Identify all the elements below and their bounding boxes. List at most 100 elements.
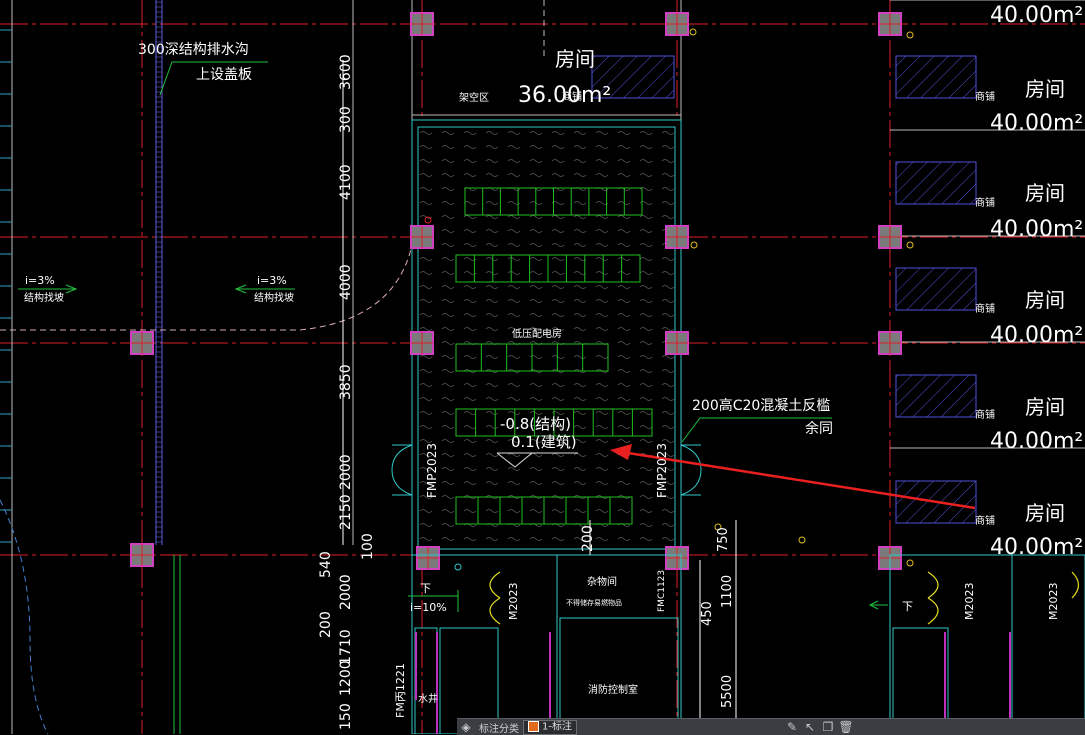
dimension-label: 150 bbox=[338, 703, 354, 730]
structure-lines bbox=[11, 0, 1085, 734]
dimension-label: 1200 bbox=[338, 660, 354, 696]
room-area: 40.00m² bbox=[990, 535, 1083, 560]
dimension-ticks bbox=[342, 60, 737, 734]
curb-note-line1: 200高C20混凝土反槛 bbox=[692, 397, 830, 414]
dim-750: 750 bbox=[716, 527, 731, 552]
dimension-label: 1710 bbox=[338, 629, 354, 665]
room-tag: 商铺 bbox=[975, 408, 995, 421]
room-name: 房间 bbox=[1025, 181, 1065, 205]
green-lines bbox=[173, 555, 181, 734]
room-name: 房间 bbox=[1025, 77, 1065, 101]
door-m2023-c: M2023 bbox=[1047, 583, 1060, 621]
ramp-curve bbox=[0, 244, 413, 331]
current-layer-select[interactable]: 1-标注 bbox=[523, 719, 577, 735]
substation-room[interactable] bbox=[411, 119, 682, 556]
water-well-label: 水井 bbox=[418, 692, 438, 705]
annotation-arrow bbox=[610, 444, 976, 510]
hatch-box bbox=[895, 55, 977, 99]
room-name: 房间 bbox=[1025, 501, 1065, 525]
door-m2023-b: M2023 bbox=[963, 583, 976, 621]
dimension-label: 2000 bbox=[338, 454, 354, 490]
switchgear-cabinets bbox=[455, 187, 653, 525]
layer-color-swatch bbox=[528, 720, 539, 732]
dimension-label: 3850 bbox=[338, 364, 354, 400]
top-room-name: 房间 bbox=[555, 47, 595, 71]
dimension-label: 540 bbox=[318, 551, 334, 578]
room-hatch-boxes bbox=[895, 55, 977, 524]
elevation-building: 0.1(建筑) bbox=[511, 433, 577, 451]
lower-door-swings[interactable] bbox=[489, 571, 1080, 625]
room-tag: 商铺 bbox=[975, 514, 995, 527]
slope-ratio-right: i=3% bbox=[257, 274, 287, 287]
room-name: 房间 bbox=[1025, 395, 1065, 419]
dim-5500: 5500 bbox=[720, 675, 735, 708]
slope-down-label: 下 bbox=[420, 582, 431, 595]
door-m2023-a: M2023 bbox=[507, 583, 520, 621]
slope-ratio-lower: i=10% bbox=[410, 601, 447, 614]
room-tag: 商铺 bbox=[975, 196, 995, 209]
right-room-3: 房间 商铺 40.00m² bbox=[975, 288, 1083, 348]
right-room-2: 房间 商铺 40.00m² bbox=[975, 181, 1083, 242]
door-fm-1221: FM丙1221 bbox=[394, 663, 407, 718]
hatch-box bbox=[895, 267, 977, 311]
top-room-tag: 商铺 bbox=[562, 90, 582, 103]
dimension-label: 200 bbox=[318, 611, 334, 638]
marker-circles bbox=[424, 28, 914, 571]
left-dimension-labels: 3600300410040003850200021505401002000200… bbox=[318, 54, 376, 730]
room-tag: 商铺 bbox=[975, 302, 995, 315]
curb-note-line2: 余同 bbox=[805, 420, 833, 437]
dimension-label: 300 bbox=[338, 106, 354, 133]
storage-room-label: 杂物间 bbox=[587, 575, 617, 588]
pencil-icon[interactable]: ✎ bbox=[786, 720, 798, 734]
dim-450: 450 bbox=[700, 601, 715, 626]
right-room-4: 房间 商铺 40.00m² bbox=[975, 395, 1083, 454]
substation-doors[interactable] bbox=[391, 444, 702, 496]
slope-note-right: 结构找坡 bbox=[254, 291, 294, 304]
drain-note-line2: 上设盖板 bbox=[196, 67, 252, 83]
storage-room-note: 不得储存易燃物品 bbox=[566, 598, 622, 607]
room-area: 40.00m² bbox=[990, 323, 1083, 348]
room-area: 40.00m² bbox=[990, 429, 1083, 454]
dimension-label: 2150 bbox=[338, 494, 354, 530]
slope-arrows bbox=[18, 284, 888, 610]
cursor-icon[interactable]: ↖ bbox=[804, 720, 816, 734]
dimension-label: 4000 bbox=[338, 264, 354, 300]
slope-down-label-right: 下 bbox=[902, 600, 913, 613]
lower-walls bbox=[411, 554, 1085, 734]
right-room-1: 房间 商铺 40.00m² bbox=[975, 77, 1083, 136]
left-arc bbox=[0, 499, 49, 734]
dim-1100: 1100 bbox=[720, 575, 735, 608]
copy-icon[interactable]: ❐ bbox=[822, 720, 834, 734]
layers-icon[interactable]: ◈ bbox=[461, 720, 471, 734]
room-area: 40.00m² bbox=[990, 111, 1083, 136]
door-fmc1123: FMC1123 bbox=[657, 570, 667, 612]
leader-lines bbox=[159, 61, 832, 612]
slope-ratio-left: i=3% bbox=[25, 274, 55, 287]
top-room-area: 36.00m² bbox=[518, 83, 611, 108]
dimension-label: 4100 bbox=[338, 164, 354, 200]
layer-category-label: 标注分类 bbox=[479, 723, 519, 735]
room-name: 房间 bbox=[1025, 288, 1065, 312]
overhead-area-label: 架空区 bbox=[459, 91, 489, 104]
drain-channel-rungs bbox=[156, 1, 162, 543]
delete-icon[interactable]: 🗑 bbox=[838, 720, 854, 734]
dimension-label: 2000 bbox=[338, 574, 354, 610]
right-room-5: 房间 商铺 40.00m² bbox=[975, 501, 1083, 560]
room-area: 40.00m² bbox=[990, 217, 1083, 242]
room-tag: 商铺 bbox=[975, 90, 995, 103]
hatch-box bbox=[895, 161, 977, 205]
left-edge-ticks bbox=[0, 29, 12, 543]
door-label-left: FMP2023 bbox=[425, 443, 439, 498]
top-area-label: 40.00m² bbox=[990, 3, 1083, 28]
drain-note-line1: 300深结构排水沟 bbox=[138, 42, 249, 58]
dimension-label: 100 bbox=[360, 533, 376, 560]
current-layer-label: 1-标注 bbox=[542, 721, 572, 732]
dimension-label: 3600 bbox=[338, 54, 354, 90]
lower-door-lines bbox=[415, 632, 1011, 734]
fire-control-room-label: 消防控制室 bbox=[588, 683, 638, 696]
elevation-structure: -0.8(结构) bbox=[500, 415, 571, 433]
door-label-right: FMP2023 bbox=[655, 443, 669, 498]
column-markers[interactable] bbox=[130, 12, 902, 570]
slope-note-left: 结构找坡 bbox=[24, 291, 64, 304]
